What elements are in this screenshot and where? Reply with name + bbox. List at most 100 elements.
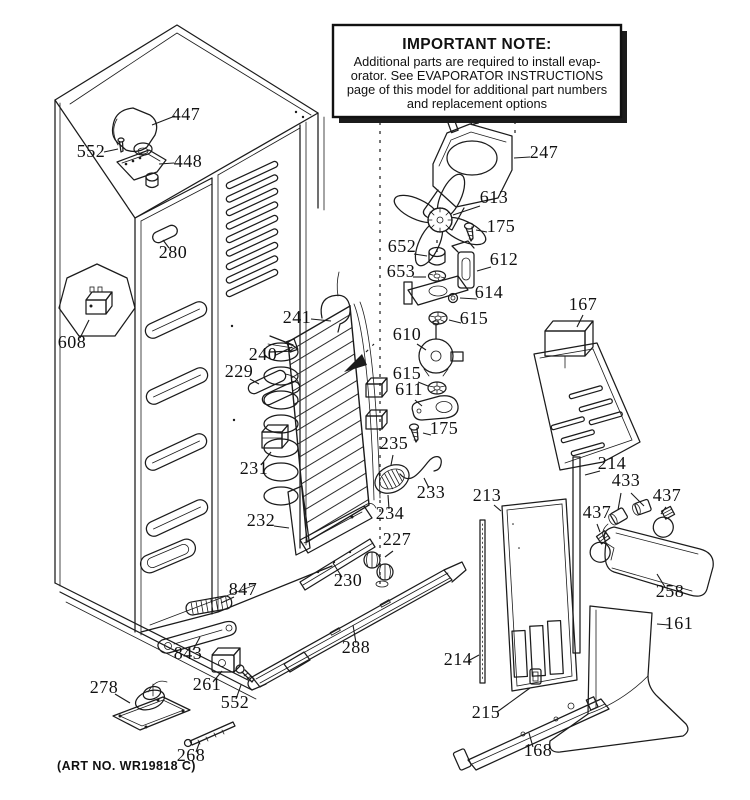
leader-line-215 xyxy=(496,687,531,713)
part-label-227-25: 227 xyxy=(383,529,412,549)
part-214-left xyxy=(479,519,486,684)
part-label-234-24: 234 xyxy=(376,503,405,523)
part-235 xyxy=(374,464,410,494)
leader-line-233 xyxy=(423,477,430,489)
part-label-652-13: 652 xyxy=(388,236,417,256)
evaporator-assembly xyxy=(247,271,388,556)
leader-line-552 xyxy=(103,148,119,153)
leader-line-652 xyxy=(413,253,428,257)
part-433 xyxy=(602,498,652,540)
leader-line-229 xyxy=(249,378,260,385)
leader-line-847 xyxy=(220,596,235,604)
leader-line-612 xyxy=(476,266,492,272)
leader-line-213 xyxy=(493,504,502,512)
part-214-right xyxy=(572,456,581,654)
part-label-215-43: 215 xyxy=(472,702,501,722)
part-label-230-26: 230 xyxy=(334,570,363,590)
leader-line-214 xyxy=(467,654,480,662)
part-label-175-12: 175 xyxy=(487,216,516,236)
part-label-240-6: 240 xyxy=(249,344,278,364)
left-wall-shelf-rails xyxy=(144,301,209,537)
part-label-161-41: 161 xyxy=(665,613,694,633)
part-label-168-44: 168 xyxy=(524,740,553,760)
note-line-2: orator. See EVAPORATOR INSTRUCTIONS xyxy=(351,68,603,83)
part-232 xyxy=(287,485,377,556)
part-612 xyxy=(403,240,475,306)
leader-line-433 xyxy=(630,492,645,507)
part-610 xyxy=(418,320,464,377)
leader-line-175 xyxy=(475,229,488,233)
leader-line-552 xyxy=(235,684,242,700)
part-843 xyxy=(157,620,237,654)
note-title: IMPORTANT NOTE: xyxy=(402,36,552,53)
leader-line-268 xyxy=(195,740,201,753)
part-label-847-28: 847 xyxy=(229,579,258,599)
part-213 xyxy=(501,498,578,692)
leader-line-232 xyxy=(273,525,290,529)
part-215 xyxy=(529,668,542,685)
part-label-268-33: 268 xyxy=(177,745,206,765)
fan-motor-assembly xyxy=(379,109,516,588)
leader-line-261 xyxy=(212,670,223,683)
right-column-parts xyxy=(452,320,714,771)
leader-line-247 xyxy=(513,156,531,159)
part-label-247-10: 247 xyxy=(530,142,559,162)
leader-line-235 xyxy=(390,454,394,466)
art-number: (ART NO. WR19818 C) xyxy=(57,759,196,773)
part-label-608-4: 608 xyxy=(58,332,87,352)
part-288 xyxy=(247,561,467,691)
part-label-214-36: 214 xyxy=(598,453,627,473)
leader-line-447 xyxy=(151,115,176,126)
part-label-448-2: 448 xyxy=(174,151,203,171)
part-258 xyxy=(603,526,714,597)
part-label-552-1: 552 xyxy=(77,141,106,161)
leader-line-231 xyxy=(260,451,272,466)
leader-line-168 xyxy=(528,732,534,748)
part-label-613-11: 613 xyxy=(480,187,509,207)
part-230 xyxy=(299,538,376,591)
part-161 xyxy=(549,605,689,753)
leader-line-433 xyxy=(617,492,622,511)
part-label-288-27: 288 xyxy=(342,637,371,657)
part-label-653-14: 653 xyxy=(387,261,416,281)
part-label-258-40: 258 xyxy=(656,581,685,601)
leader-line-608 xyxy=(79,319,90,339)
leader-line-437 xyxy=(660,506,667,515)
leader-line-448 xyxy=(158,162,175,165)
leader-line-843 xyxy=(192,636,201,651)
part-label-433-37: 433 xyxy=(612,470,641,490)
part-611 xyxy=(411,395,459,421)
part-653 xyxy=(427,270,447,282)
leader-line-258 xyxy=(656,573,666,588)
part-label-612-15: 612 xyxy=(490,249,519,269)
part-437-right xyxy=(652,505,676,538)
part-label-231-8: 231 xyxy=(240,458,269,478)
leader-line-614 xyxy=(459,297,478,300)
part-label-611-20: 611 xyxy=(395,379,423,399)
part-label-552-31: 552 xyxy=(221,692,250,712)
part-label-278-32: 278 xyxy=(90,677,119,697)
floor-trough xyxy=(139,538,197,574)
drain-parts xyxy=(299,456,442,591)
leader-line-230 xyxy=(332,562,343,578)
part-label-233-23: 233 xyxy=(417,482,446,502)
part-268 xyxy=(183,721,236,748)
part-label-437-38: 437 xyxy=(583,502,612,522)
note-line-1: Additional parts are required to install… xyxy=(354,54,601,69)
part-label-615-19: 615 xyxy=(393,363,422,383)
part-label-167-34: 167 xyxy=(569,294,598,314)
leader-line-288 xyxy=(352,624,357,644)
part-label-213-35: 213 xyxy=(473,485,502,505)
part-231 xyxy=(261,424,289,449)
part-227 xyxy=(363,551,394,588)
leader-line-437 xyxy=(596,523,601,533)
part-label-241-5: 241 xyxy=(283,307,312,327)
part-label-615-17: 615 xyxy=(460,308,489,328)
part-613 xyxy=(393,173,487,267)
part-167 xyxy=(533,320,641,471)
leader-line-214 xyxy=(584,470,601,476)
leader-line-280 xyxy=(162,239,170,249)
